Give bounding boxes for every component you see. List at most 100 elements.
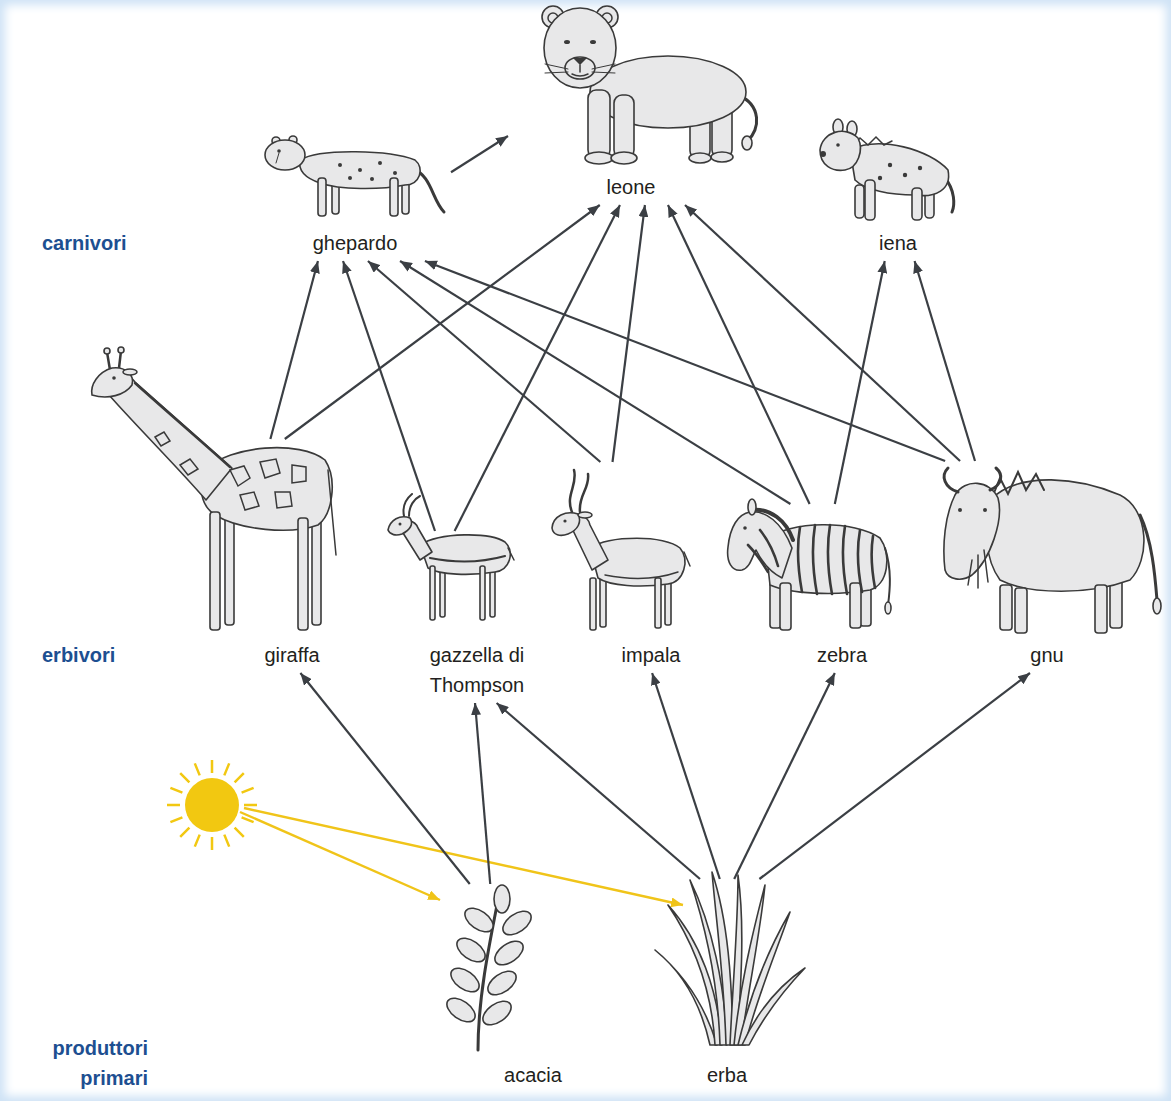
hyena-figure <box>918 166 922 170</box>
impala-figure <box>552 513 580 536</box>
wildebeest-figure <box>968 550 988 588</box>
cheetah-figure <box>277 149 281 153</box>
hyena-figure <box>878 176 882 180</box>
wildebeest-figure <box>1015 588 1027 633</box>
trophic-level-label: erbivori <box>42 640 162 670</box>
lion-figure <box>545 64 615 73</box>
connector-group <box>270 136 1030 884</box>
food-link <box>668 205 810 504</box>
giraffe-figure <box>155 432 306 510</box>
acacia-figure <box>479 996 516 1029</box>
gazelle-figure <box>430 566 435 620</box>
hyena-figure <box>903 173 907 177</box>
cheetah-figure <box>265 136 444 216</box>
sun-symbol <box>167 760 257 850</box>
acacia-figure <box>461 903 498 936</box>
sunlight-arrow <box>240 812 440 900</box>
hyena-figure <box>888 163 892 167</box>
cheetah-figure <box>318 178 326 216</box>
sun-symbol <box>185 778 239 832</box>
organism-label: giraffa <box>264 640 319 670</box>
organism-label: iena <box>879 228 917 258</box>
food-link <box>652 673 720 879</box>
zebra-figure <box>752 510 793 540</box>
impala-figure <box>563 519 566 522</box>
food-link <box>734 673 835 879</box>
food-link <box>425 261 945 461</box>
giraffe-figure <box>312 515 321 625</box>
food-link <box>300 673 469 884</box>
organism-node: leone <box>511 2 751 202</box>
grass-figure <box>655 872 805 1045</box>
cheetah-figure <box>265 140 305 170</box>
wildebeest-figure <box>1140 515 1157 600</box>
cheetah-figure <box>348 176 352 180</box>
trophic-level-label: produttori primari <box>28 1033 148 1093</box>
acacia-figure <box>453 933 490 966</box>
hyena-figure <box>820 151 826 157</box>
giraffe-figure <box>123 369 137 375</box>
impala-figure <box>655 578 661 628</box>
giraffe-figure <box>328 470 336 555</box>
food-link <box>400 261 790 504</box>
wildebeest-figure <box>944 468 1001 492</box>
impala-figure <box>590 578 596 630</box>
food-link <box>613 205 645 462</box>
acacia-figure <box>491 936 528 969</box>
zebra-figure <box>748 525 875 594</box>
food-link <box>270 261 318 439</box>
acacia-figure <box>443 993 480 1026</box>
lion-figure <box>585 152 613 164</box>
organism-node: erba <box>637 880 817 1090</box>
organism-node: ghepardo <box>260 130 450 258</box>
food-link <box>455 205 620 531</box>
gazelle-figure <box>430 556 505 562</box>
acacia-figure <box>443 885 536 1050</box>
organism-node: zebra <box>782 505 902 670</box>
organism-node: impala <box>596 463 706 670</box>
giraffe-figure <box>298 518 308 630</box>
food-link <box>451 136 508 172</box>
lion-figure <box>614 95 634 158</box>
organism-node: giraffa <box>232 440 352 670</box>
wildebeest-figure <box>983 508 987 512</box>
organism-label: erba <box>707 1060 747 1090</box>
giraffe-figure <box>104 348 110 354</box>
lion-figure <box>588 90 610 158</box>
lion-figure <box>689 153 711 163</box>
hyena-figure <box>820 119 954 220</box>
gazelle-figure <box>388 517 412 535</box>
zebra-figure <box>885 548 890 605</box>
lion-figure <box>572 65 588 76</box>
organism-label: acacia <box>504 1060 562 1090</box>
zebra-figure <box>748 499 756 515</box>
organism-node: gnu <box>932 462 1162 670</box>
zebra-figure <box>780 583 791 630</box>
lion-figure <box>565 57 595 79</box>
food-link <box>475 703 490 884</box>
giraffe-figure <box>210 512 220 630</box>
hyena-figure <box>820 131 860 170</box>
organism-label: zebra <box>817 640 867 670</box>
giraffe-figure <box>135 383 230 467</box>
food-link <box>685 205 960 461</box>
organism-label: leone <box>607 172 656 202</box>
food-link <box>759 673 1030 879</box>
sunlight-arrow <box>240 808 683 905</box>
impala-figure <box>684 552 690 566</box>
grass-figure <box>742 968 805 1045</box>
lion-figure <box>711 152 733 162</box>
hyena-figure <box>865 180 875 220</box>
impala-figure <box>600 575 606 627</box>
hyena-figure <box>855 185 864 218</box>
gazelle-figure <box>388 494 514 620</box>
sunlight-arrow <box>244 808 683 905</box>
wildebeest-figure <box>1095 585 1107 633</box>
lion-figure <box>564 40 570 44</box>
lion-figure <box>590 40 596 44</box>
grass-figure <box>738 912 790 1045</box>
gazelle-figure <box>399 523 402 526</box>
hyena-figure <box>836 143 840 147</box>
